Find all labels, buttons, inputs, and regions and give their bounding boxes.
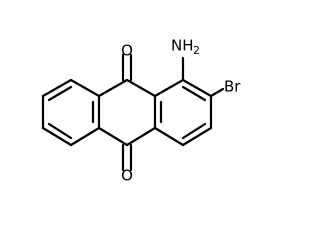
amine-subscript: 2: [193, 44, 200, 57]
bond: [69, 126, 101, 147]
bond: [125, 78, 157, 98]
amine-label: NH: [171, 37, 194, 55]
bond: [181, 126, 213, 147]
bond: [41, 78, 73, 98]
oxygen-top-label: O: [121, 42, 133, 60]
bond: [153, 126, 185, 147]
bond: [125, 126, 157, 147]
bond: [47, 122, 73, 140]
oxygen-bottom-label: O: [121, 167, 133, 185]
bond: [69, 78, 101, 98]
bond: [181, 78, 213, 98]
chemical-structure: O O NH 2 Br: [41, 37, 241, 185]
bond: [97, 126, 129, 147]
bond: [41, 126, 73, 147]
atom-labels: O O NH 2 Br: [121, 37, 241, 185]
bond: [209, 87, 225, 98]
bond: [97, 78, 129, 98]
bonds: [41, 53, 225, 172]
bond: [181, 122, 207, 140]
bond: [181, 85, 207, 102]
bond: [153, 78, 185, 98]
bromine-label: Br: [224, 78, 241, 96]
bond: [47, 85, 73, 102]
